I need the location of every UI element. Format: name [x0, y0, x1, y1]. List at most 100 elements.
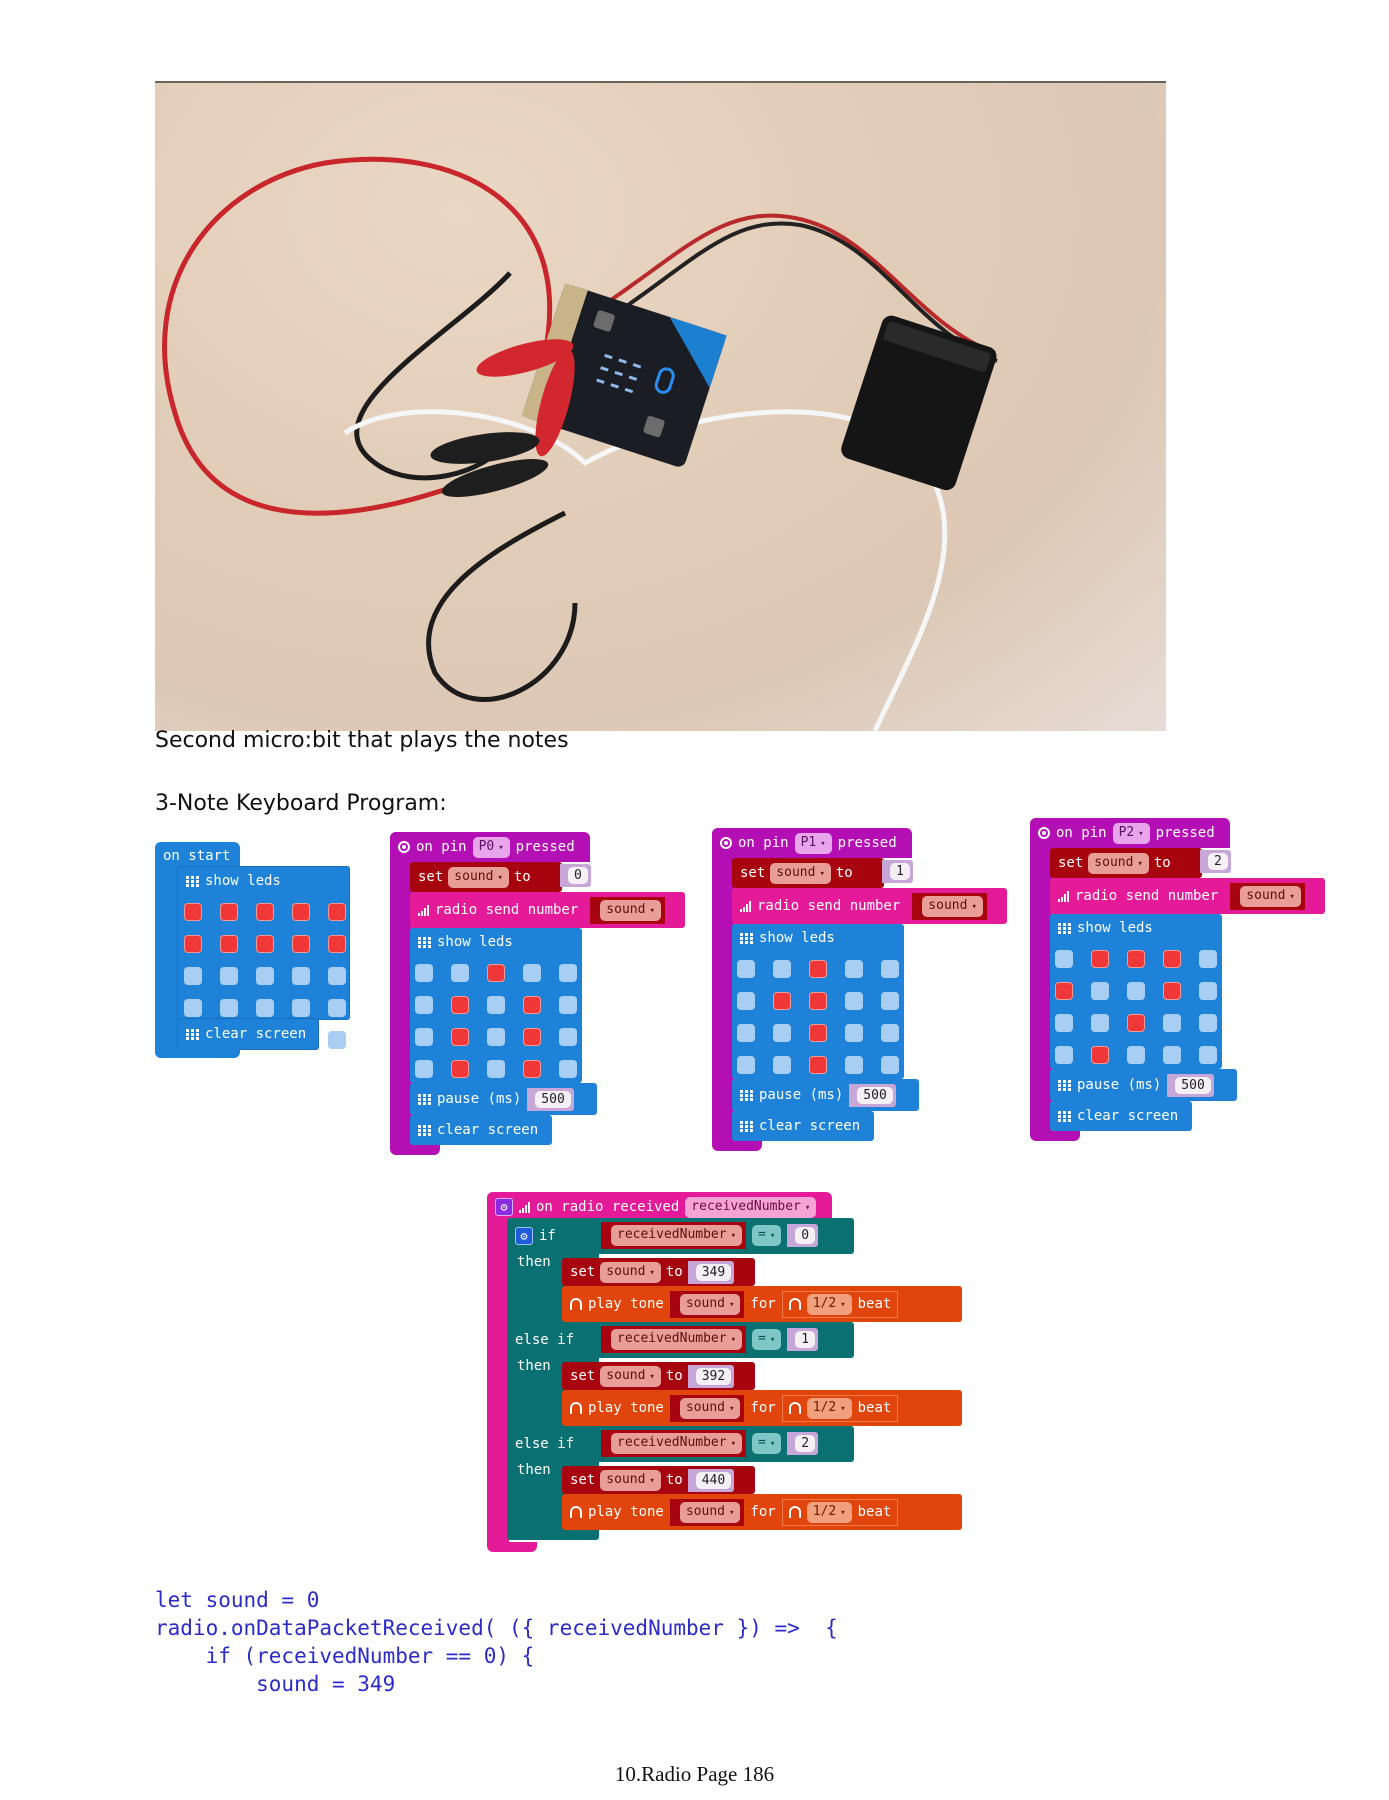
play-tone-block[interactable]: play tone sound▾ for 1/2▾ beat — [562, 1390, 962, 1426]
on-pin-p2-pressed-block[interactable]: on pin P2▾ pressed set sound▾ to 2 radio… — [1030, 818, 1330, 1143]
beat-block[interactable]: 1/2▾ beat — [781, 1394, 899, 1422]
led-r0-c1[interactable] — [1091, 950, 1109, 968]
led-r0-c3[interactable] — [292, 903, 310, 921]
clear-screen-block[interactable]: clear screen — [410, 1115, 552, 1145]
show-leds-block[interactable]: show leds — [1050, 914, 1222, 1096]
show-leds-block[interactable]: show leds — [177, 866, 350, 1049]
operator-dropdown[interactable]: =▾ — [752, 1329, 782, 1350]
led-r4-c4[interactable] — [328, 1031, 346, 1049]
led-r3-c1[interactable] — [451, 1060, 469, 1078]
led-r2-c2[interactable] — [487, 1028, 505, 1046]
beat-dropdown[interactable]: 1/2▾ — [806, 1397, 852, 1419]
on-radio-received-block[interactable]: ⚙ on radio received receivedNumber▾ ⚙ if… — [487, 1192, 962, 1554]
led-r2-c1[interactable] — [220, 967, 238, 985]
led-r1-c3[interactable] — [1163, 982, 1181, 1000]
led-r0-c4[interactable] — [328, 903, 346, 921]
variable-dropdown[interactable]: sound▾ — [448, 866, 509, 888]
beat-dropdown[interactable]: 1/2▾ — [806, 1293, 852, 1315]
led-r2-c4[interactable] — [1199, 1014, 1217, 1032]
pause-block[interactable]: pause (ms) 500 — [732, 1079, 919, 1111]
led-r0-c2[interactable] — [809, 960, 827, 978]
play-tone-block[interactable]: play tone sound▾ for 1/2▾ beat — [562, 1286, 962, 1322]
received-number-dropdown[interactable]: receivedNumber▾ — [611, 1329, 742, 1350]
led-r3-c3[interactable] — [523, 1060, 541, 1078]
send-variable-dropdown[interactable]: sound▾ — [922, 895, 983, 917]
send-variable-dropdown[interactable]: sound▾ — [1240, 885, 1301, 907]
value-input[interactable]: 2 — [1208, 853, 1228, 870]
led-r3-c0[interactable] — [184, 999, 202, 1017]
led-r1-c1[interactable] — [220, 935, 238, 953]
beat-block[interactable]: 1/2▾ beat — [781, 1498, 899, 1526]
pause-input[interactable]: 500 — [1175, 1076, 1211, 1094]
variable-dropdown[interactable]: sound▾ — [600, 1261, 661, 1283]
led-r2-c3[interactable] — [1163, 1014, 1181, 1032]
rhs-input[interactable]: 1 — [795, 1331, 816, 1348]
set-variable-block[interactable]: set sound▾ to — [410, 862, 562, 892]
led-r0-c0[interactable] — [184, 903, 202, 921]
show-leds-block[interactable]: show leds — [410, 928, 582, 1110]
led-r1-c4[interactable] — [559, 996, 577, 1014]
led-r1-c3[interactable] — [845, 992, 863, 1010]
value-input[interactable]: 0 — [568, 867, 588, 884]
led-r2-c4[interactable] — [881, 1024, 899, 1042]
led-r1-c0[interactable] — [415, 996, 433, 1014]
led-r3-c2[interactable] — [809, 1056, 827, 1074]
variable-dropdown[interactable]: sound▾ — [770, 862, 831, 884]
compare-block[interactable]: receivedNumber▾ =▾ 1 — [601, 1326, 819, 1353]
gear-icon[interactable]: ⚙ — [515, 1227, 533, 1245]
rhs-input[interactable]: 0 — [795, 1227, 816, 1244]
led-r2-c4[interactable] — [328, 967, 346, 985]
led-grid[interactable] — [415, 964, 577, 1110]
pause-block[interactable]: pause (ms) 500 — [410, 1083, 597, 1115]
clear-screen-block[interactable]: clear screen — [732, 1111, 874, 1141]
clear-screen-block[interactable]: clear screen — [177, 1018, 319, 1050]
variable-dropdown[interactable]: sound▾ — [600, 1469, 661, 1491]
led-r3-c2[interactable] — [487, 1060, 505, 1078]
variable-dropdown[interactable]: sound▾ — [1088, 852, 1149, 874]
led-r0-c0[interactable] — [415, 964, 433, 982]
rhs-input[interactable]: 2 — [795, 1435, 816, 1452]
pause-input[interactable]: 500 — [857, 1086, 893, 1104]
led-r0-c3[interactable] — [845, 960, 863, 978]
gear-icon[interactable]: ⚙ — [495, 1198, 513, 1216]
led-r0-c1[interactable] — [773, 960, 791, 978]
led-r0-c2[interactable] — [256, 903, 274, 921]
led-r2-c3[interactable] — [523, 1028, 541, 1046]
beat-dropdown[interactable]: 1/2▾ — [806, 1501, 852, 1523]
send-variable-dropdown[interactable]: sound▾ — [600, 899, 661, 921]
led-r2-c1[interactable] — [451, 1028, 469, 1046]
led-r2-c3[interactable] — [292, 967, 310, 985]
received-number-dropdown[interactable]: receivedNumber▾ — [611, 1225, 742, 1246]
led-r2-c0[interactable] — [415, 1028, 433, 1046]
led-r0-c1[interactable] — [220, 903, 238, 921]
led-r2-c0[interactable] — [184, 967, 202, 985]
clear-screen-block[interactable]: clear screen — [1050, 1101, 1192, 1131]
led-r2-c1[interactable] — [773, 1024, 791, 1042]
led-r2-c2[interactable] — [256, 967, 274, 985]
compare-block[interactable]: receivedNumber▾ =▾ 2 — [601, 1430, 819, 1457]
led-r3-c3[interactable] — [292, 999, 310, 1017]
led-r3-c1[interactable] — [1091, 1046, 1109, 1064]
set-variable-block[interactable]: set sound▾ to 349 — [562, 1258, 755, 1286]
received-number-dropdown[interactable]: receivedNumber▾ — [611, 1433, 742, 1454]
led-r3-c0[interactable] — [737, 1056, 755, 1074]
led-r0-c4[interactable] — [1199, 950, 1217, 968]
led-r3-c4[interactable] — [559, 1060, 577, 1078]
value-input[interactable]: 349 — [695, 1263, 732, 1281]
led-r3-c0[interactable] — [1055, 1046, 1073, 1064]
radio-send-number-block[interactable]: radio send number sound▾ — [732, 888, 1007, 924]
led-r3-c1[interactable] — [220, 999, 238, 1017]
set-variable-block[interactable]: set sound▾ to — [732, 858, 884, 888]
operator-dropdown[interactable]: =▾ — [752, 1433, 782, 1454]
compare-block[interactable]: receivedNumber▾ =▾ 0 — [601, 1222, 819, 1249]
led-r1-c0[interactable] — [737, 992, 755, 1010]
value-input[interactable]: 440 — [695, 1471, 732, 1489]
led-r0-c3[interactable] — [1163, 950, 1181, 968]
led-r1-c2[interactable] — [1127, 982, 1145, 1000]
led-r1-c3[interactable] — [292, 935, 310, 953]
led-r1-c1[interactable] — [1091, 982, 1109, 1000]
led-r3-c4[interactable] — [881, 1056, 899, 1074]
led-r2-c2[interactable] — [1127, 1014, 1145, 1032]
value-input[interactable]: 392 — [695, 1367, 732, 1385]
led-r0-c0[interactable] — [1055, 950, 1073, 968]
